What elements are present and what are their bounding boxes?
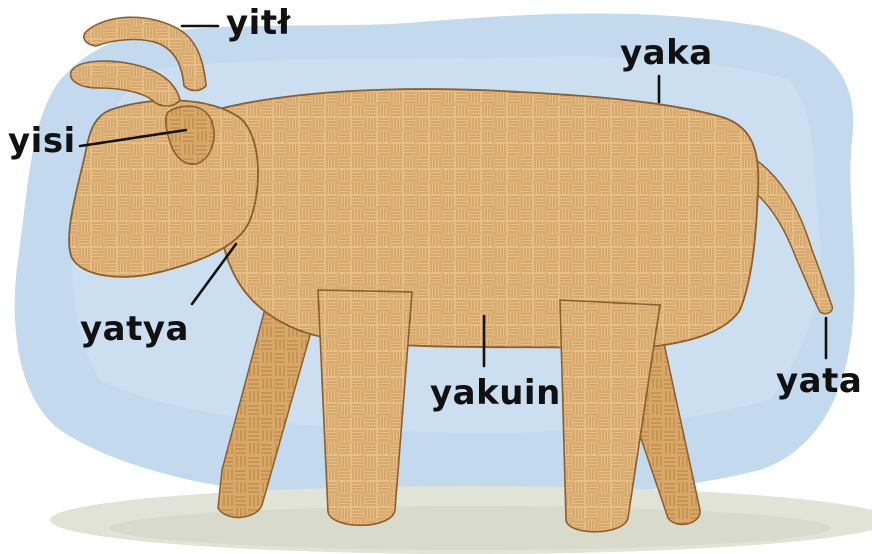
label-neck: yatya	[80, 312, 189, 346]
label-back: yaka	[620, 36, 713, 70]
label-ear: yisi	[8, 124, 76, 158]
label-belly: yakuin	[430, 376, 561, 410]
label-horn: yitł	[226, 6, 291, 40]
label-tail: yata	[776, 364, 862, 398]
body	[212, 89, 758, 348]
